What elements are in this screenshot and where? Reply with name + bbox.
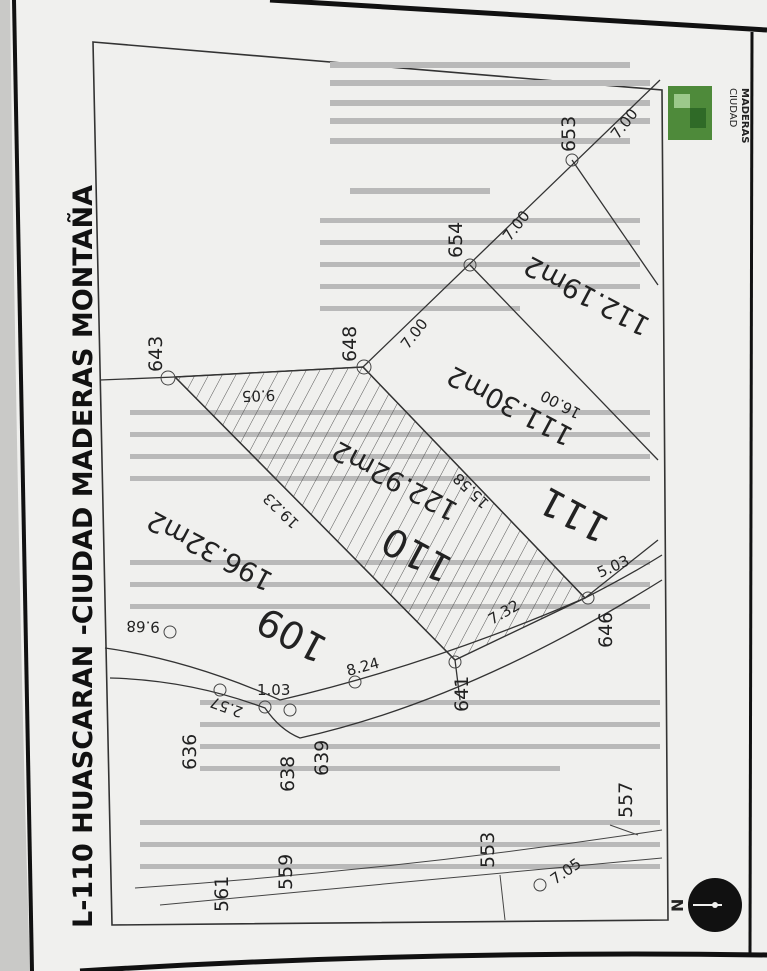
point-639: 639 bbox=[311, 740, 333, 776]
lot-boundaries bbox=[99, 79, 663, 921]
company-logo: CIUDAD MADERAS bbox=[668, 86, 750, 143]
survey-point-markers bbox=[160, 153, 595, 892]
point-638: 638 bbox=[277, 756, 299, 792]
dimension-9-68: 9.68 bbox=[126, 617, 160, 636]
point-646: 646 bbox=[595, 612, 617, 648]
point-636: 636 bbox=[179, 734, 201, 770]
bottom-frame-line bbox=[79, 951, 767, 971]
point-643: 643 bbox=[145, 336, 167, 372]
outer-frame bbox=[12, 0, 34, 971]
point-557: 557 bbox=[615, 782, 637, 818]
right-frame-line bbox=[748, 31, 754, 956]
north-arrow-icon bbox=[688, 878, 742, 932]
logo-text-line2: MADERAS bbox=[739, 88, 750, 143]
point-648: 648 bbox=[339, 326, 361, 362]
point-653: 653 bbox=[558, 116, 580, 152]
top-frame-line bbox=[269, 0, 767, 33]
point-559: 559 bbox=[275, 854, 297, 890]
lot-110-front: 9.05 bbox=[241, 386, 275, 405]
point-654: 654 bbox=[445, 222, 467, 258]
point-553: 553 bbox=[477, 832, 499, 868]
point-561: 561 bbox=[211, 876, 233, 912]
dimension-1-03: 1.03 bbox=[257, 681, 290, 699]
plan-title: L-110 HUASCARAN -CIUDAD MADERAS MONTAÑA bbox=[67, 185, 99, 928]
north-label: N bbox=[668, 899, 687, 912]
logo-text-line1: CIUDAD bbox=[727, 88, 738, 128]
point-641: 641 bbox=[451, 676, 473, 712]
plan-border bbox=[92, 41, 669, 926]
